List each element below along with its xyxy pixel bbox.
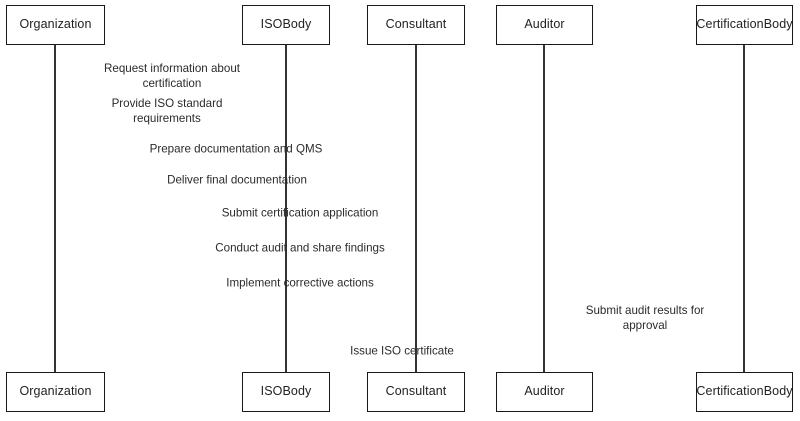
participant-footer-isobody[interactable]: ISOBody xyxy=(242,372,330,412)
participant-header-organization[interactable]: Organization xyxy=(6,5,105,45)
message-label-5: Submit certification application xyxy=(221,206,379,220)
participant-label: ISOBody xyxy=(260,17,312,32)
participant-label: CertificationBody xyxy=(696,384,793,399)
participant-header-isobody[interactable]: ISOBody xyxy=(242,5,330,45)
lifeline-consultant xyxy=(415,45,417,372)
participant-label: Auditor xyxy=(524,17,565,32)
participant-label: Auditor xyxy=(524,384,565,399)
participant-label: CertificationBody xyxy=(696,17,793,32)
message-label-2: Provide ISO standard requirements xyxy=(111,97,223,125)
lifeline-auditor xyxy=(543,45,545,372)
participant-footer-auditor[interactable]: Auditor xyxy=(496,372,593,412)
message-label-9: Issue ISO certificate xyxy=(350,344,454,358)
lifeline-isobody xyxy=(285,45,287,372)
participant-label: ISOBody xyxy=(260,384,312,399)
message-label-6: Conduct audit and share findings xyxy=(215,241,385,255)
participant-footer-consultant[interactable]: Consultant xyxy=(367,372,465,412)
message-label-8: Submit audit results for approval xyxy=(585,304,705,332)
message-label-1: Request information about certification xyxy=(104,62,240,90)
participant-header-consultant[interactable]: Consultant xyxy=(367,5,465,45)
participant-label: Consultant xyxy=(385,17,447,32)
participant-header-certificationbody[interactable]: CertificationBody xyxy=(696,5,793,45)
participant-label: Consultant xyxy=(385,384,447,399)
participant-label: Organization xyxy=(19,17,92,32)
participant-footer-organization[interactable]: Organization xyxy=(6,372,105,412)
participant-footer-certificationbody[interactable]: CertificationBody xyxy=(696,372,793,412)
lifeline-organization xyxy=(54,45,56,372)
participant-label: Organization xyxy=(19,384,92,399)
message-label-7: Implement corrective actions xyxy=(226,276,374,290)
message-label-4: Deliver final documentation xyxy=(167,173,307,187)
message-label-3: Prepare documentation and QMS xyxy=(149,142,323,156)
participant-header-auditor[interactable]: Auditor xyxy=(496,5,593,45)
lifeline-certificationbody xyxy=(743,45,745,372)
